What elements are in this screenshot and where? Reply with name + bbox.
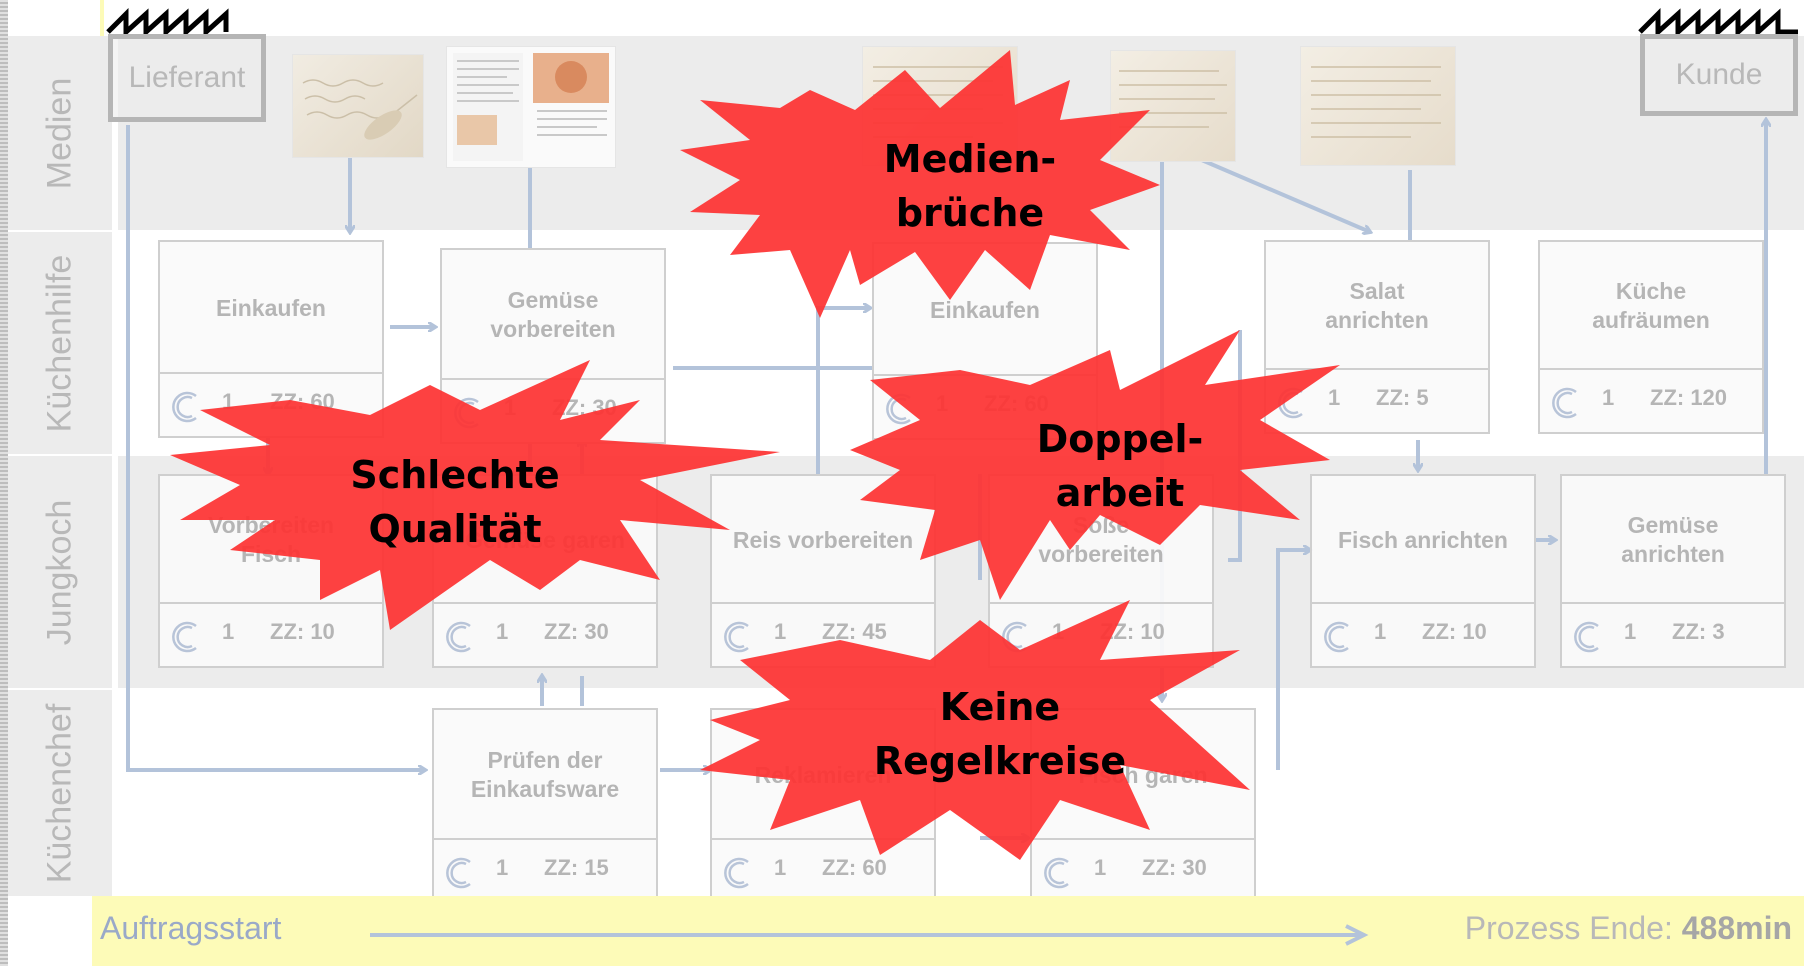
- process-title: Prüfen der Einkaufsware: [470, 747, 620, 802]
- process-count: 1: [504, 395, 517, 420]
- process-count: 1: [1624, 619, 1637, 644]
- process-zz: ZZ: 15: [544, 855, 609, 880]
- supplier-yellow-edge: [100, 0, 104, 36]
- cookbook-page-image: [446, 46, 616, 168]
- arrow-soße-to-fisch: [1228, 558, 1232, 562]
- process-zz: ZZ: 60: [270, 389, 335, 414]
- lane-label-kuechenhilfe: Küchenhilfe: [8, 232, 112, 454]
- cycle-icon: [172, 391, 197, 423]
- process-count: 1: [1094, 855, 1107, 880]
- process-title: Reis vorbereiten: [732, 526, 914, 553]
- cycle-icon: [454, 397, 479, 429]
- arrow-medien-to-salat: [1189, 153, 1370, 232]
- lane-label-medien: Medien: [8, 36, 112, 230]
- process-title: Salat anrichten: [1325, 278, 1429, 333]
- factory-roof-icon: [1638, 7, 1798, 36]
- factory-roof-icon: [106, 7, 229, 36]
- process-count: 1: [222, 619, 235, 644]
- cycle-icon: [446, 857, 471, 889]
- cycle-icon: [1552, 387, 1577, 419]
- process-reis-vorbereiten[interactable]: Reis vorbereiten 1 ZZ: 45: [710, 474, 936, 668]
- process-zz: ZZ: 30: [544, 619, 609, 644]
- burst-label-doppelarbeit: Doppel- arbeit: [1036, 417, 1204, 515]
- process-einkaufen-1[interactable]: Einkaufen 1 ZZ: 60: [158, 240, 384, 438]
- process-zz: ZZ: 10: [1422, 619, 1487, 644]
- process-count: 1: [222, 389, 235, 414]
- cycle-icon: [1574, 621, 1599, 653]
- process-title: Einkaufen: [930, 296, 1040, 323]
- left-edge-strip: [0, 0, 8, 966]
- process-zz: ZZ: 10: [1100, 619, 1165, 644]
- process-title: Einkaufen: [216, 294, 326, 321]
- process-count: 1: [496, 855, 509, 880]
- process-count: 1: [774, 855, 787, 880]
- process-title: Gemüse vorbereiten: [490, 287, 616, 342]
- process-zz: ZZ: 30: [1142, 855, 1207, 880]
- process-count: 1: [1328, 385, 1341, 410]
- cycle-icon: [886, 393, 911, 425]
- handwritten-recipe-image-4: [1300, 46, 1456, 166]
- process-pruefen-einkaufsware[interactable]: Prüfen der Einkaufsware 1 ZZ: 15: [432, 708, 658, 904]
- process-end-text: Prozess Ende:: [1464, 910, 1682, 946]
- process-fisch-anrichten[interactable]: Fisch anrichten 1 ZZ: 10: [1310, 474, 1536, 668]
- customer-factory: Kunde: [1636, 0, 1802, 124]
- process-zz: ZZ: 60: [822, 855, 887, 880]
- handwritten-recipe-image-1: [292, 54, 424, 158]
- process-zz: ZZ: 5: [1376, 385, 1429, 410]
- process-count: 1: [774, 619, 787, 644]
- process-title: Küche aufräumen: [1592, 278, 1710, 333]
- process-gemuese-anrichten[interactable]: Gemüse anrichten 1 ZZ: 3: [1560, 474, 1786, 668]
- lane-label-kuechenchef: Küchenchef: [8, 690, 112, 896]
- lane-label-jungkoch: Jungkoch: [8, 456, 112, 688]
- process-title: Gemüse anrichten: [1621, 512, 1725, 567]
- process-title: Fisch anrichten: [1338, 526, 1508, 553]
- cycle-icon: [1324, 621, 1349, 653]
- process-gemuese-vorbereiten[interactable]: Gemüse vorbereiten 1 ZZ: 30: [440, 248, 666, 444]
- process-einkaufen-2[interactable]: Einkaufen 1 ZZ: 60: [872, 242, 1098, 440]
- process-count: 1: [496, 619, 509, 644]
- process-kueche-aufraeumen[interactable]: Küche aufräumen 1 ZZ: 120: [1538, 240, 1764, 434]
- order-start-label: Auftragsstart: [100, 910, 282, 946]
- process-count: 1: [1374, 619, 1387, 644]
- cycle-icon: [1002, 621, 1027, 653]
- process-timeline-bar: Auftragsstart Prozess Ende: 488min: [92, 896, 1804, 966]
- process-end-value: 488min: [1681, 910, 1792, 946]
- arrow-reis-up: [816, 308, 870, 474]
- process-count: 1: [1602, 385, 1615, 410]
- handwritten-recipe-image-3: [1110, 50, 1236, 162]
- process-zz: ZZ: 45: [822, 619, 887, 644]
- burst-label-schlechte-qualitaet: Schlechte Qualität: [350, 453, 560, 551]
- cycle-icon: [1278, 387, 1303, 419]
- burst-label-keine-regelkreise: Keine Regelkreise: [873, 685, 1127, 783]
- supplier-label: Lieferant: [108, 34, 266, 122]
- arrow-lieferant-to-pruefen: [126, 125, 425, 770]
- process-count: 1: [1052, 619, 1065, 644]
- customer-label: Kunde: [1640, 34, 1798, 116]
- process-end-label: Prozess Ende: 488min: [1465, 910, 1792, 947]
- process-zz: ZZ: 10: [270, 619, 335, 644]
- process-zz: ZZ: 120: [1650, 385, 1728, 410]
- process-salat-anrichten[interactable]: Salat anrichten 1 ZZ: 5: [1264, 240, 1490, 434]
- cycle-icon: [724, 857, 749, 889]
- arrow-fischgaren-up: [1276, 550, 1310, 770]
- supplier-factory: Lieferant: [104, 0, 270, 124]
- process-zz: ZZ: 3: [1672, 619, 1725, 644]
- cycle-icon: [446, 621, 471, 653]
- process-zz: ZZ: 30: [552, 395, 617, 420]
- process-count: 1: [936, 391, 949, 416]
- cycle-icon: [724, 621, 749, 653]
- burst-label-medienbrueche: Medien- brüche: [883, 137, 1057, 235]
- cycle-icon: [172, 621, 197, 653]
- cycle-icon: [1044, 857, 1069, 889]
